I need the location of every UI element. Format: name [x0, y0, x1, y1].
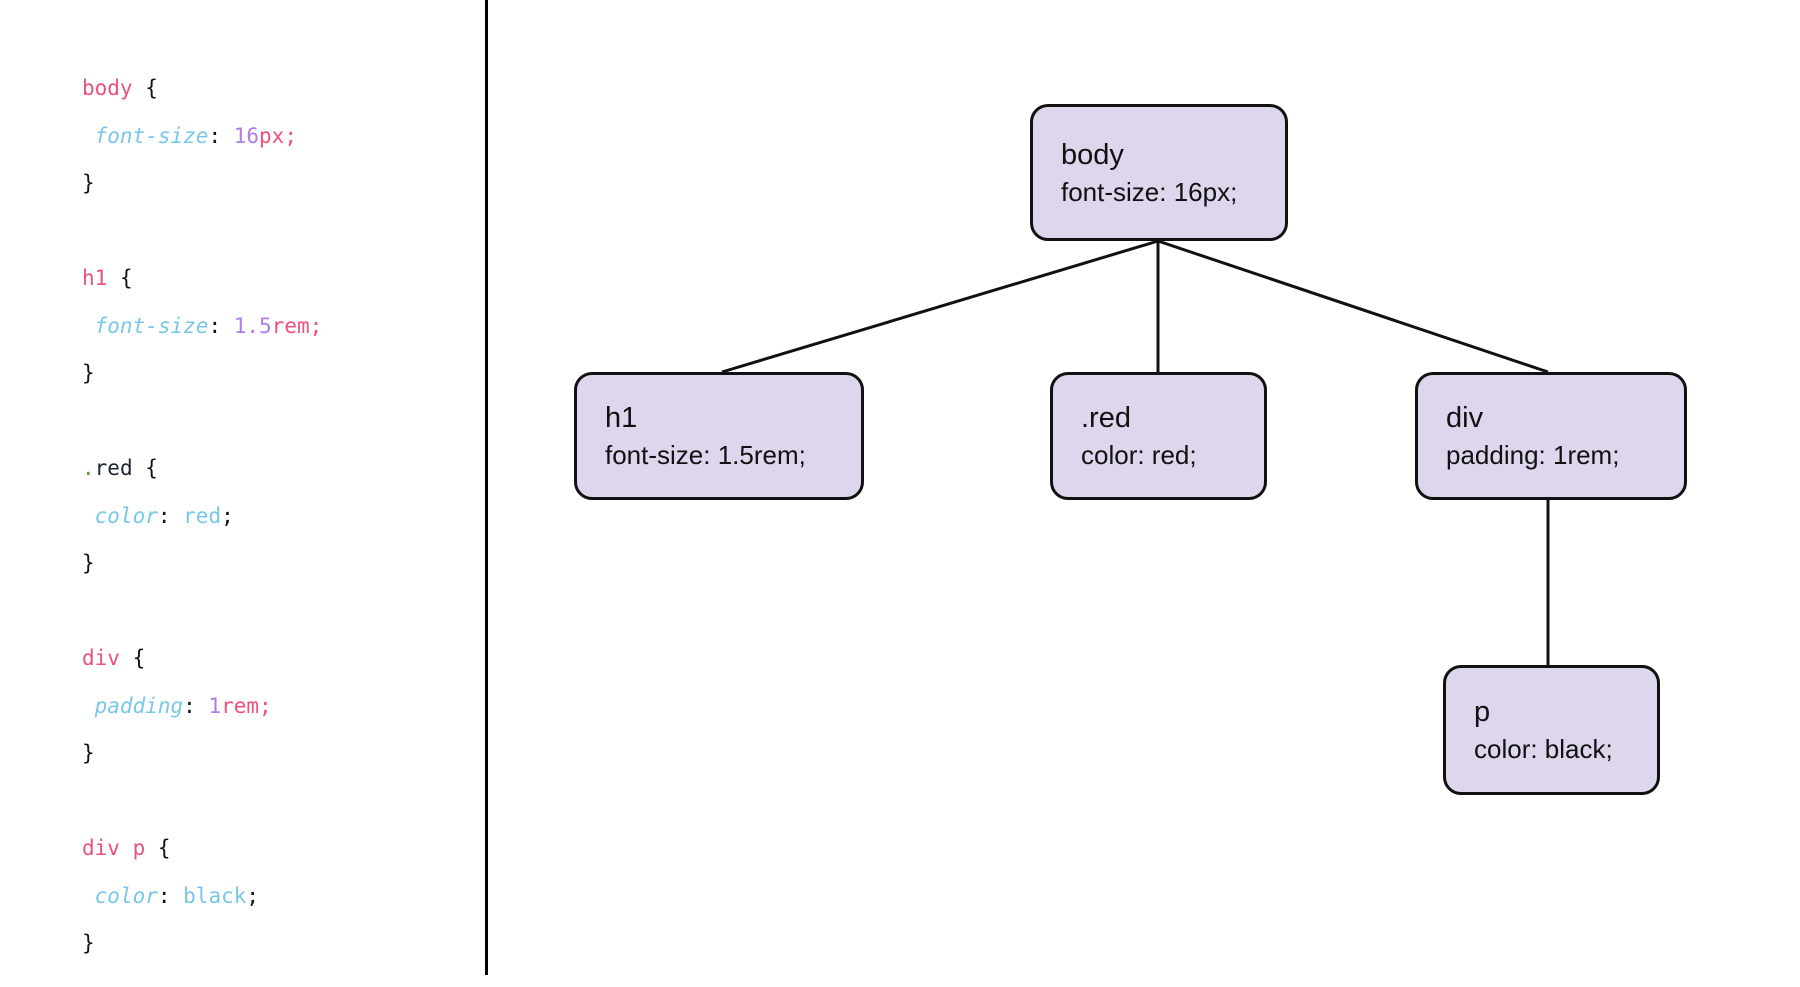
- node-h1-declaration: font-size: 1.5rem;: [605, 440, 806, 470]
- open-brace-token: {: [132, 456, 158, 480]
- open-brace-token: {: [119, 646, 146, 670]
- open-brace-token: {: [107, 266, 133, 290]
- code-line: color: red;: [82, 493, 472, 541]
- node-div-title: div: [1446, 402, 1484, 434]
- colon-token: :: [208, 123, 234, 148]
- semicolon-token: ;: [259, 693, 272, 718]
- code-line: .red {: [82, 445, 472, 493]
- open-brace-token: {: [132, 76, 158, 100]
- code-line: [82, 398, 472, 446]
- class-selector-token: red: [94, 456, 133, 480]
- code-line: font-size: 16px;: [82, 113, 472, 161]
- element-selector-token: body: [82, 76, 133, 100]
- code-line: }: [82, 350, 472, 398]
- css-code-panel: body { font-size: 16px;} h1 { font-size:…: [0, 0, 486, 987]
- element-selector-token: h1: [82, 266, 108, 290]
- close-brace-token: }: [82, 361, 95, 385]
- code-line: [82, 208, 472, 256]
- node-body-title: body: [1061, 138, 1124, 171]
- element-selector-token: div p: [82, 836, 146, 860]
- node-body[interactable]: body font-size: 16px;: [1030, 104, 1288, 241]
- node-red[interactable]: .red color: red;: [1050, 372, 1267, 500]
- code-line: }: [82, 160, 472, 208]
- node-p-declaration: color: black;: [1474, 734, 1613, 764]
- css-code-block[interactable]: body { font-size: 16px;} h1 { font-size:…: [82, 65, 472, 968]
- code-line: }: [82, 540, 472, 588]
- keyword-value-token: black: [183, 883, 247, 908]
- panel-divider: [485, 0, 488, 975]
- code-line: div {: [82, 635, 472, 683]
- node-p-title: p: [1474, 696, 1491, 728]
- colon-token: :: [208, 313, 234, 338]
- code-line: h1 {: [82, 255, 472, 303]
- code-line: body {: [82, 65, 472, 113]
- node-red-title: .red: [1081, 402, 1131, 434]
- node-body-declaration: font-size: 16px;: [1061, 176, 1238, 207]
- unit-token: rem: [221, 693, 260, 718]
- semicolon-token: ;: [221, 503, 234, 528]
- unit-token: px: [259, 123, 285, 148]
- node-red-declaration: color: red;: [1081, 440, 1197, 470]
- colon-token: :: [183, 693, 209, 718]
- property-token: padding: [82, 693, 184, 718]
- open-brace-token: {: [145, 836, 171, 860]
- code-line: div p {: [82, 825, 472, 873]
- code-line: color: black;: [82, 873, 472, 921]
- colon-token: :: [157, 883, 184, 908]
- semicolon-token: ;: [246, 883, 260, 908]
- property-token: color: [82, 883, 158, 908]
- semicolon-token: ;: [309, 313, 323, 338]
- semicolon-token: ;: [284, 123, 297, 148]
- unit-token: rem: [271, 313, 310, 338]
- keyword-value-token: red: [183, 503, 222, 528]
- node-h1-title: h1: [605, 402, 638, 434]
- class-dot-token: .: [82, 456, 95, 480]
- number-token: 1.5: [233, 313, 272, 338]
- close-brace-token: }: [82, 741, 95, 765]
- node-div-declaration: padding: 1rem;: [1446, 440, 1620, 470]
- code-line: padding: 1rem;: [82, 683, 472, 731]
- code-line: [82, 588, 472, 636]
- code-line: }: [82, 920, 472, 968]
- node-div[interactable]: div padding: 1rem;: [1415, 372, 1687, 500]
- element-selector-token: div: [82, 646, 120, 670]
- number-token: 16: [233, 123, 260, 148]
- code-line: }: [82, 730, 472, 778]
- code-line: font-size: 1.5rem;: [82, 303, 472, 351]
- property-token: font-size: [82, 313, 209, 338]
- number-token: 1: [208, 693, 222, 718]
- property-token: color: [82, 503, 158, 528]
- node-h1[interactable]: h1 font-size: 1.5rem;: [574, 372, 864, 500]
- colon-token: :: [157, 503, 184, 528]
- close-brace-token: }: [82, 171, 95, 195]
- property-token: font-size: [82, 123, 209, 148]
- close-brace-token: }: [82, 931, 95, 955]
- close-brace-token: }: [82, 551, 95, 575]
- code-line: [82, 778, 472, 826]
- node-p[interactable]: p color: black;: [1443, 665, 1660, 795]
